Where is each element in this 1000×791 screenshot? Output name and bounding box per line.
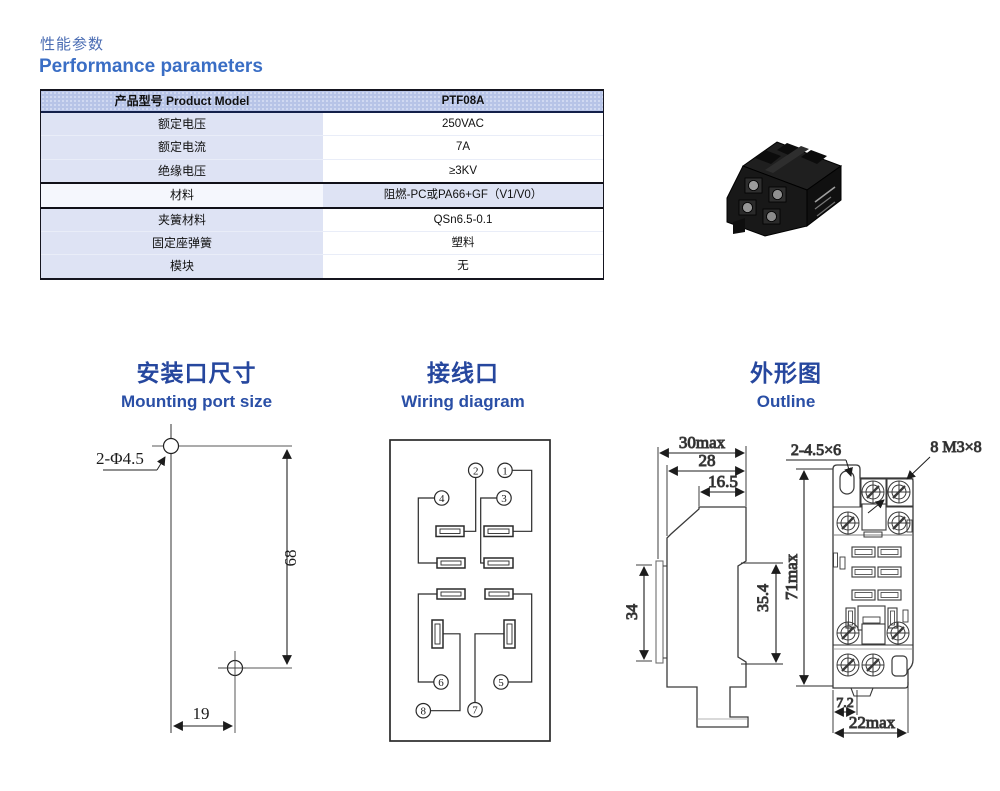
header-value: PTF08A	[441, 95, 485, 107]
table-row: 夹簧材料 QSn6.5-0.1	[41, 208, 603, 232]
dim-35-4: 35.4	[755, 584, 772, 612]
outline-side-view: 30max 28 16.5 34 35.4 71max	[624, 433, 833, 728]
page-title-zh: 性能参数	[40, 36, 105, 53]
mounting-hole-top	[162, 437, 180, 455]
dim-28: 28	[699, 451, 716, 470]
header-label: 产品型号 Product Model	[114, 94, 250, 108]
din-slot-hole	[839, 470, 855, 495]
page-title-en: Performance parameters	[39, 56, 263, 77]
section-title-wiring: 接线口 Wiring diagram	[368, 354, 558, 412]
outline-title-en: Outline	[756, 392, 816, 411]
oblong-hole-callout: 2-4.5×6	[791, 442, 841, 459]
terminal-screws	[836, 480, 911, 677]
wiring-title-en: Wiring diagram	[401, 392, 525, 411]
row-label: 额定电压	[41, 113, 323, 136]
pin-7: 7	[472, 705, 478, 717]
outline-front-view: 7.2 22max 2-4.5×6 8 M3×8	[786, 439, 982, 738]
outline-title-zh: 外形图	[750, 360, 822, 386]
dim-68: 68	[281, 550, 300, 567]
technical-diagrams: 68 19 2-Φ4.5	[96, 424, 982, 742]
mounting-title-zh: 安装口尺寸	[136, 360, 257, 386]
table-row: 材料 阻燃-PC或PA66+GF（V1/V0）	[41, 184, 603, 209]
mounting-title-en: Mounting port size	[120, 392, 273, 411]
relay-pin-slots	[851, 546, 902, 601]
row-label: 模块	[41, 255, 323, 278]
section-title-outline: 外形图 Outline	[691, 354, 881, 412]
pin-6: 6	[438, 677, 444, 689]
screw-callout: 8 M3×8	[930, 439, 981, 456]
product-photo	[726, 141, 843, 237]
relay-socket-illustration	[726, 141, 843, 237]
terminal-contacts	[431, 525, 516, 649]
row-value: QSn6.5-0.1	[323, 208, 603, 231]
pin-4: 4	[439, 493, 445, 505]
hole-callout-label: 2-Φ4.5	[96, 449, 144, 468]
wiring-traces	[417, 469, 533, 712]
row-label: 额定电流	[41, 136, 323, 159]
pin-numbers: 1 2 3 4 5 6 7 8	[415, 462, 513, 719]
mount-square-hole	[891, 655, 908, 677]
dim-7-2: 7.2	[836, 696, 854, 711]
row-label: 绝缘电压	[41, 159, 323, 183]
performance-parameters-table: 产品型号 Product Model PTF08A 额定电压 250VAC 额定…	[40, 89, 604, 280]
dim-34: 34	[624, 604, 641, 620]
dim-16-5: 16.5	[708, 472, 738, 491]
row-value: 7A	[323, 136, 603, 159]
wiring-border	[389, 439, 551, 742]
dim-30max: 30max	[679, 433, 726, 452]
wiring-diagram: 1 2 3 4 5 6 7 8	[389, 439, 551, 742]
pin-3: 3	[501, 493, 507, 505]
dim-19: 19	[193, 704, 210, 723]
table-row: 模块 无	[41, 255, 603, 278]
table-row: 固定座弹簧 塑料	[41, 231, 603, 256]
pin-1: 1	[502, 465, 508, 477]
wiring-title-zh: 接线口	[427, 360, 499, 386]
row-value: ≥3KV	[323, 159, 603, 183]
dim-71max: 71max	[782, 553, 801, 600]
table-header-row: 产品型号 Product Model PTF08A	[41, 91, 603, 113]
row-value: 阻燃-PC或PA66+GF（V1/V0）	[323, 184, 603, 207]
pin-8: 8	[421, 706, 427, 718]
section-title-mounting: 安装口尺寸 Mounting port size	[84, 354, 309, 412]
dim-22max: 22max	[849, 713, 896, 732]
table-row: 额定电流 7A	[41, 136, 603, 160]
table-row: 绝缘电压 ≥3KV	[41, 159, 603, 185]
pin-5: 5	[498, 677, 504, 689]
row-value: 塑料	[323, 231, 603, 255]
mounting-diagram: 68 19 2-Φ4.5	[96, 424, 300, 733]
row-label: 夹簧材料	[41, 208, 323, 231]
table-row: 额定电压 250VAC	[41, 113, 603, 137]
row-value: 无	[323, 255, 603, 278]
row-label: 固定座弹簧	[41, 231, 323, 255]
pin-2: 2	[473, 465, 479, 477]
row-label: 材料	[41, 184, 323, 207]
row-value: 250VAC	[323, 113, 603, 136]
